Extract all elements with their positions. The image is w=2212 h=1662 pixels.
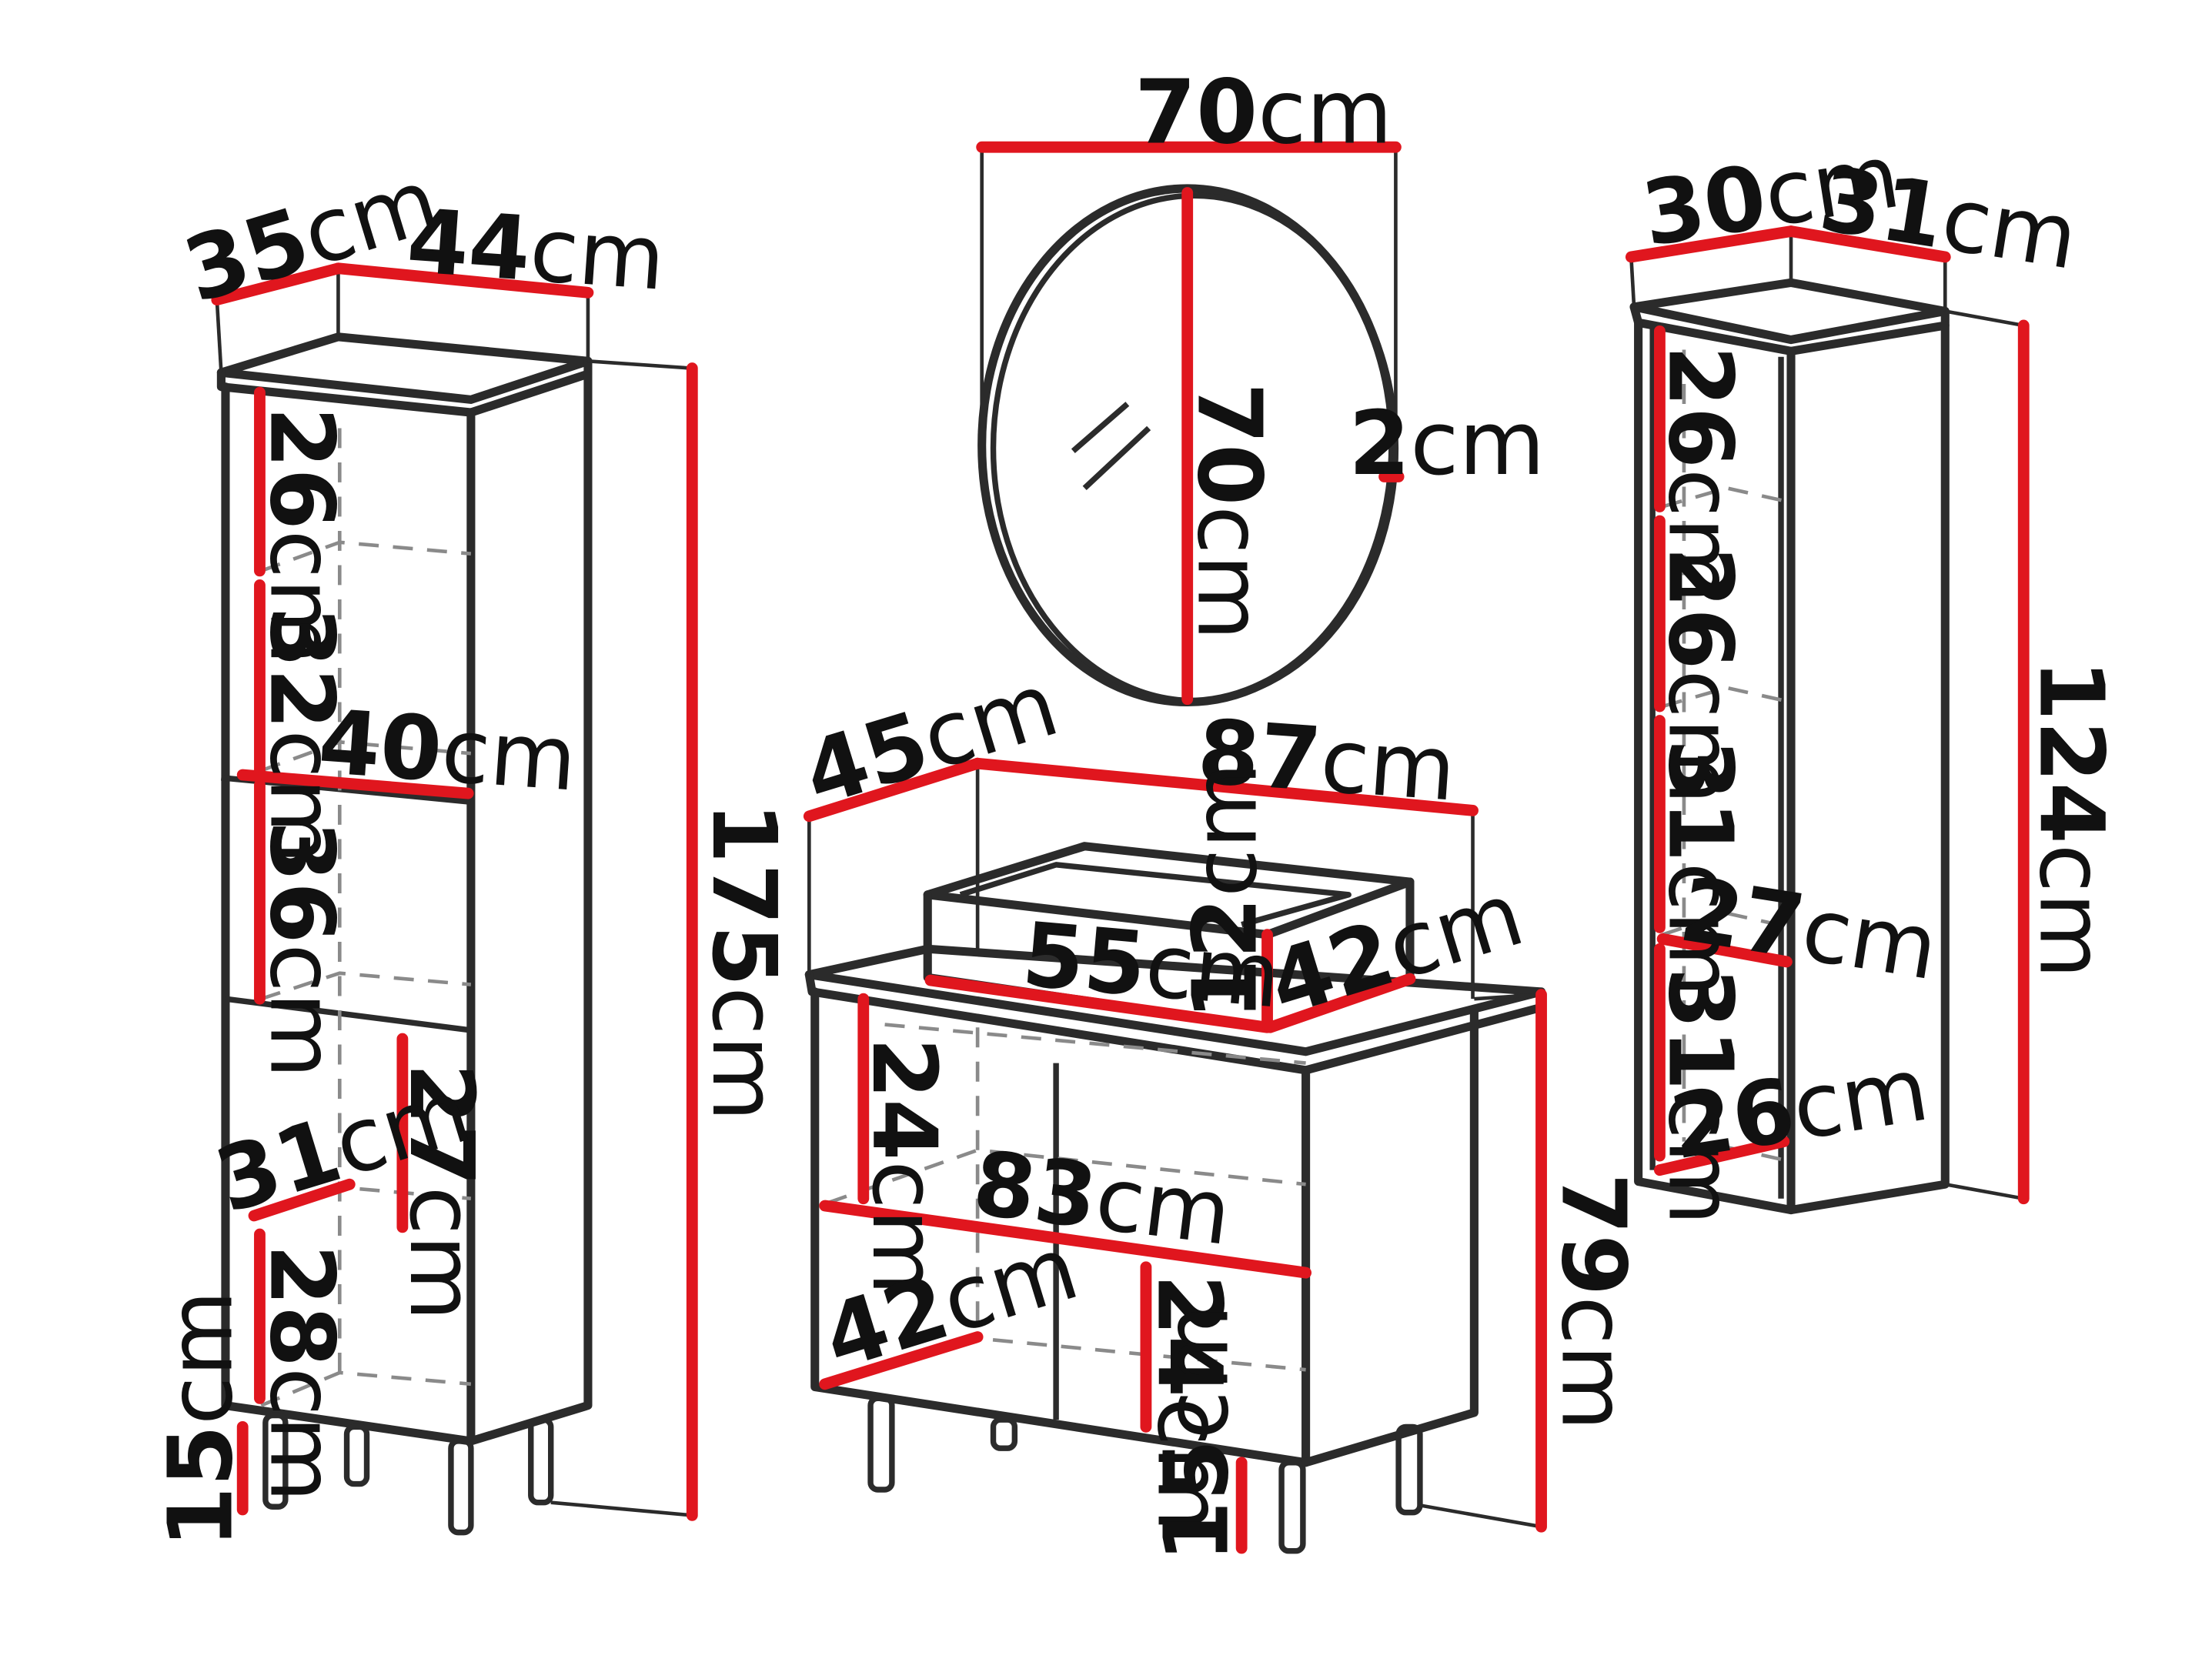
vanity-lower-section-label: 24cm (1138, 1274, 1241, 1532)
vanity-inner-width-label: 83cm (967, 1132, 1236, 1266)
vanity-upper-section-label: 24cm (852, 1037, 955, 1295)
small-inner-depth-lower-label: 26cm (1664, 1038, 1935, 1180)
vanity (803, 757, 1547, 1554)
mirror-height-label: 70cm (1178, 382, 1281, 640)
small-inner-depth-upper-label: 27cm (1673, 859, 1944, 1001)
small-cabinet-labels: 30cm 31cm 124cm 26cm 26cm 31cm 27cm 31cm… (1636, 125, 2122, 1226)
vanity-width-label: 87cm (1195, 701, 1459, 822)
tall-door-section-label: 27cm (389, 1063, 493, 1321)
small-shelf-4-label: 31cm (1648, 967, 1751, 1225)
vanity-legs-label: 15cm (1146, 1304, 1249, 1562)
vanity-height-label: 79cm (1541, 1173, 1644, 1430)
tall-inner-width-label: 40cm (316, 691, 580, 812)
small-shelf-3-label: 31cm (1648, 739, 1751, 997)
small-shelf-2-label: 26cm (1648, 546, 1751, 804)
tall-legs-label: 15cm (149, 1290, 252, 1548)
tall-shelf-3-label: 36cm (249, 820, 353, 1078)
small-height-label: 124cm (2019, 659, 2122, 979)
mirror-labels: 70cm 70cm 2cm (1134, 62, 1545, 641)
small-depth-label: 30cm (1636, 125, 1906, 267)
vanity-depth-label: 45cm (793, 652, 1070, 826)
mirror (976, 141, 1405, 707)
small-shelf-1-label: 26cm (1648, 345, 1751, 603)
small-side-label: 31cm (1813, 148, 2084, 290)
mirror-depth-label: 2cm (1348, 392, 1545, 496)
mirror-width-label: 70cm (1134, 62, 1392, 165)
tall-cabinet (211, 262, 698, 1536)
tall-cabinet-labels: 35cm 44cm 175cm 26cm 32cm 40cm 36cm 27cm… (149, 149, 795, 1548)
tall-shelf-2-label: 32cm (249, 606, 353, 864)
tall-width-label: 44cm (404, 190, 669, 311)
tall-height-label: 175cm (692, 802, 795, 1121)
small-cabinet (1625, 225, 2030, 1215)
basin-width-label: 55cm (1018, 903, 1285, 1029)
basin-height-label: 12cm (1174, 763, 1278, 1020)
vanity-labels: 45cm 87cm 79cm 55cm 12cm 42cm 24cm 83cm … (793, 652, 1645, 1562)
tall-bottom-section-label: 28cm (249, 1244, 353, 1502)
tall-shelf-1-label: 26cm (249, 407, 353, 665)
